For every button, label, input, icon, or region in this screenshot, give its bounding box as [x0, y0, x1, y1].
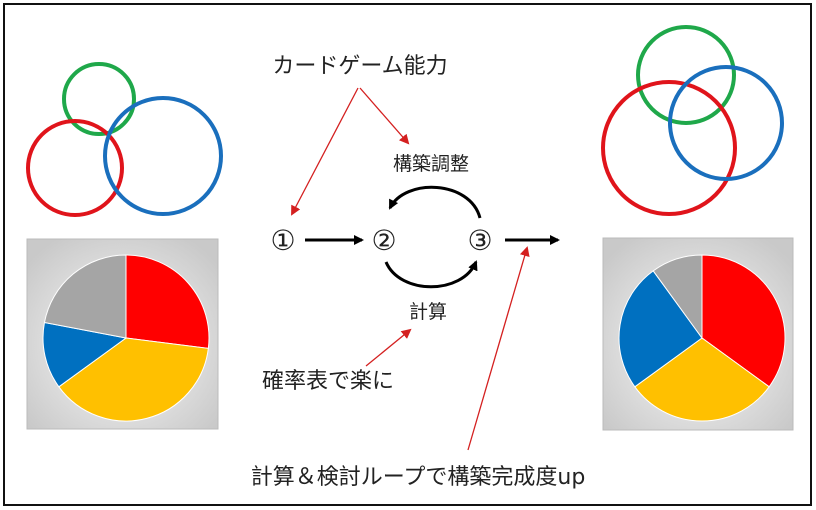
pie-right — [618, 254, 786, 422]
pie-right-slice-blue — [618, 270, 703, 388]
annotation-arrow-to-adjust — [359, 87, 410, 145]
arrow-adjust-loop — [388, 185, 482, 219]
annotation-arrow-to-calc — [365, 328, 412, 367]
venn-left — [26, 62, 223, 217]
venn-left-red-circle — [26, 119, 124, 217]
step-3: ③ — [467, 224, 492, 257]
label-card-ability: カードゲーム能力 — [272, 54, 447, 79]
pie-left — [42, 254, 210, 422]
step-2: ② — [371, 224, 396, 257]
venn-left-blue-circle — [103, 96, 223, 216]
venn-right-green-circle — [636, 25, 736, 125]
outer-frame — [3, 3, 812, 506]
annotation-arrow-to-output — [467, 246, 530, 451]
label-deck-adjust: 構築調整 — [393, 153, 469, 175]
venn-left-green-circle — [62, 62, 136, 136]
step-1: ① — [270, 224, 295, 257]
annotation-arrows — [291, 87, 530, 451]
label-loop: 計算＆検討ループで構築完成度up — [251, 465, 586, 490]
venn-right — [601, 25, 784, 216]
label-prob-table: 確率表で楽に — [262, 369, 394, 394]
venn-right-red-circle — [601, 80, 737, 216]
pie-left-slice-blue — [42, 321, 128, 388]
arrow-calc-loop — [384, 260, 478, 289]
pie-left-slice-yellow — [58, 337, 209, 422]
venn-right-blue-circle — [668, 65, 784, 181]
annotation-arrow-to-step1 — [291, 87, 359, 216]
pie-right-slice-red — [701, 254, 786, 388]
pie-right-slice-yellow — [634, 337, 770, 422]
pie-right-slice-gray — [652, 254, 703, 340]
label-calc: 計算 — [409, 301, 447, 323]
pie-left-slice-gray — [43, 254, 127, 339]
pie-left-slice-red — [125, 254, 210, 349]
